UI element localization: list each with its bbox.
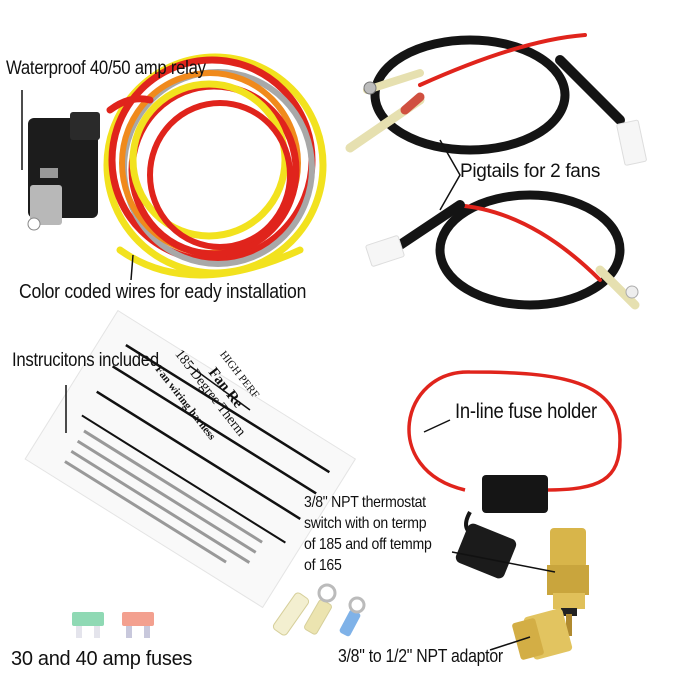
fuse-30-amp (72, 612, 104, 638)
instruction-sheet (24, 309, 357, 609)
instructions-label: Instrucitons included (12, 350, 159, 371)
fuses-label: 30 and 40 amp fuses (11, 648, 193, 670)
thermostat-switch (547, 528, 589, 636)
pigtail-2 (395, 190, 640, 310)
pigtails-label: Pigtails for 2 fans (460, 161, 601, 182)
fuse-holder-label: In-line fuse holder (455, 400, 597, 423)
relay-icon (27, 112, 100, 231)
fuse-40-amp (122, 612, 154, 638)
pigtail-1 (345, 33, 625, 155)
adaptor-label: 3/8" to 1/2" NPT adaptor (338, 646, 503, 666)
terminal-connectors (272, 583, 366, 637)
relay-label: Waterproof 40/50 amp relay (6, 58, 206, 79)
wire-harness-coil (103, 53, 327, 279)
npt-adaptor (512, 608, 573, 660)
inline-fuse-holder (407, 370, 622, 579)
wires-label: Color coded wires for eady installation (19, 281, 307, 303)
thermostat-label: 3/8" NPT thermostat switch with on termp… (304, 494, 432, 574)
